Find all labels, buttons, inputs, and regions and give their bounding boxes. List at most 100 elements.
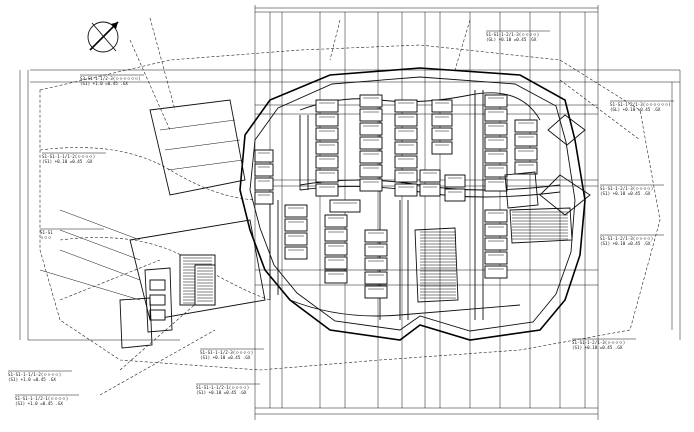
building-block — [431, 127, 453, 141]
building-block — [514, 147, 538, 161]
left-structures — [39, 99, 266, 349]
right-structures — [504, 114, 591, 244]
building-block — [315, 155, 339, 169]
annotation-label: S1-S1-1-1/2-3(ㅇㅇㅇㅇ)(S1) +0.10 =0.45 .GX — [200, 348, 264, 360]
annotation-label: S1-S1-1-2/1-3(ㅇㅇㅇㅇ)(S1) +0.10 =0.45 .GX — [600, 234, 664, 246]
building-block — [329, 199, 361, 213]
building-block — [484, 237, 508, 251]
annotation-text: ㅇㅇㅇ — [40, 235, 52, 240]
building-block — [284, 218, 308, 232]
building-block — [324, 270, 348, 284]
building-block — [484, 223, 508, 237]
building-block — [364, 257, 388, 271]
building-block — [359, 122, 383, 136]
building-block — [431, 99, 453, 113]
annotation-text: (S1) +1.0 =0.45 .GX — [8, 377, 56, 382]
building-block — [394, 141, 418, 155]
annotation-text: (S1) +0.10 =0.45 .GX — [200, 355, 251, 360]
setting-out-grid — [255, 12, 598, 408]
building-block — [444, 174, 466, 188]
building-block — [359, 150, 383, 164]
building-block — [284, 204, 308, 218]
annotation-text: (S1) +0.10 =0.45 .GX — [572, 345, 623, 350]
building-block — [315, 183, 339, 197]
building-block — [364, 285, 388, 299]
annotation-label: S1-S1-1-2/1-3(ㅇㅇㅇㅇ)(S1) +0.10 =0.45 .GX — [600, 184, 664, 196]
building-block — [484, 94, 508, 108]
building-block — [324, 214, 348, 228]
annotation-label: S1-S1-1-2/1-3(ㅇㅇㅇㅇ)(GL) +0.10 =0.45 .GX — [486, 30, 550, 42]
building-block — [484, 136, 508, 150]
building-block — [514, 133, 538, 147]
building-block — [444, 188, 466, 202]
boundary-dashed-lines — [39, 17, 661, 396]
building-block — [514, 119, 538, 133]
annotation-label: S1-S1-1-2/1-3(ㅇㅇㅇㅇ)(S1) +0.10 =0.45 .GX — [572, 338, 636, 350]
annotation-text: (S1) +1.0 =0.45 .GX — [80, 81, 128, 86]
building-block — [364, 243, 388, 257]
building-block — [254, 149, 274, 163]
annotation-text: S1-S1-1-1/1-2(ㅇㅇㅇㅇ) — [8, 372, 61, 377]
annotation-label: S1-S1-1-1/2-1(ㅇㅇㅇㅇ)(S1) +0.10 =0.45 .GX — [196, 383, 260, 395]
building-block — [324, 256, 348, 270]
building-block — [484, 178, 508, 192]
building-block — [359, 136, 383, 150]
annotation-label: S1-S1-1-1/1-2(ㅇㅇㅇㅇ)(S1) +1.0 =0.45 .GX — [8, 370, 72, 382]
annotation-label: S1-S1-1-2/1-3(ㅇㅇㅇㅇㅇㅇ)(GL) +0.10 =0.45 .G… — [610, 100, 674, 112]
building-block — [484, 209, 508, 223]
annotation-label: S1-S1-1-1/2-1(ㅇㅇㅇㅇ)(S1) +1.0 =0.45 .GX — [15, 394, 79, 406]
building-block — [324, 228, 348, 242]
annotation-text: (GL) +0.10 =0.45 .GX — [486, 37, 537, 42]
building-block — [315, 127, 339, 141]
building-block — [484, 150, 508, 164]
annotation-text: S1-S1-1-1/2-1(ㅇㅇㅇㅇ) — [15, 396, 68, 401]
annotation-text: S3-S1-1-1/2-3(ㅇㅇㅇㅇㅇㅇ) — [80, 76, 141, 81]
annotation-text: (S1) +0.10 =0.45 .GX — [600, 241, 651, 246]
annotation-text: (S1) +0.10 =0.45 .GX — [42, 159, 93, 164]
annotation-text: (S1) +1.0 =0.45 .GX — [15, 401, 63, 406]
building-block — [315, 169, 339, 183]
building-block — [359, 94, 383, 108]
building-block — [419, 169, 441, 183]
annotation-text: (S1) +0.10 =0.45 .GX — [600, 191, 651, 196]
building-block — [419, 183, 441, 197]
building-block — [364, 271, 388, 285]
building-block — [359, 164, 383, 178]
building-block — [394, 113, 418, 127]
annotation-text: S1-S1-1-2/1-3(ㅇㅇㅇㅇ) — [572, 340, 625, 345]
building-block — [315, 99, 339, 113]
building-block — [431, 113, 453, 127]
annotation-label: S1-S1-1-1/1-2(ㅇㅇㅇㅇ)(S1) +0.10 =0.45 .GX — [42, 152, 106, 164]
annotation-text: S1-S1 — [40, 230, 53, 235]
building-block — [484, 108, 508, 122]
annotation-text: (S1) +0.10 =0.45 .GX — [196, 390, 247, 395]
building-block — [315, 141, 339, 155]
annotation-labels: S1-S1-1-2/1-3(ㅇㅇㅇㅇㅇㅇ)(GL) +0.10 =0.45 .G… — [8, 30, 674, 406]
dimension-frame — [19, 5, 681, 420]
annotation-text: S1-S1-1-1/2-1(ㅇㅇㅇㅇ) — [196, 385, 249, 390]
annotation-text: S1-S1-1-2/1-3(ㅇㅇㅇㅇㅇㅇ) — [610, 102, 671, 107]
building-block — [364, 229, 388, 243]
annotation-text: (GL) +0.10 =0.45 .GX — [610, 107, 661, 112]
annotation-label: S3-S1-1-1/2-3(ㅇㅇㅇㅇㅇㅇ)(S1) +1.0 =0.45 .GX — [80, 74, 144, 86]
building-block — [431, 141, 453, 155]
building-block — [254, 163, 274, 177]
building-block — [324, 242, 348, 256]
building-block — [359, 178, 383, 192]
central-parking — [194, 227, 459, 306]
building-block — [284, 232, 308, 246]
building-block — [394, 99, 418, 113]
building-block — [484, 164, 508, 178]
building-block — [484, 265, 508, 279]
annotation-text: S1-S1-1-2/1-3(ㅇㅇㅇㅇ) — [600, 236, 653, 241]
building-block — [359, 108, 383, 122]
building-block — [254, 191, 274, 205]
building-block — [484, 251, 508, 265]
building-block — [394, 155, 418, 169]
building-block — [284, 246, 308, 260]
building-block — [394, 169, 418, 183]
annotation-text: S1-S1-1-2/1-3(ㅇㅇㅇㅇ) — [600, 186, 653, 191]
annotation-text: S1-S1-1-1/1-2(ㅇㅇㅇㅇ) — [42, 154, 95, 159]
